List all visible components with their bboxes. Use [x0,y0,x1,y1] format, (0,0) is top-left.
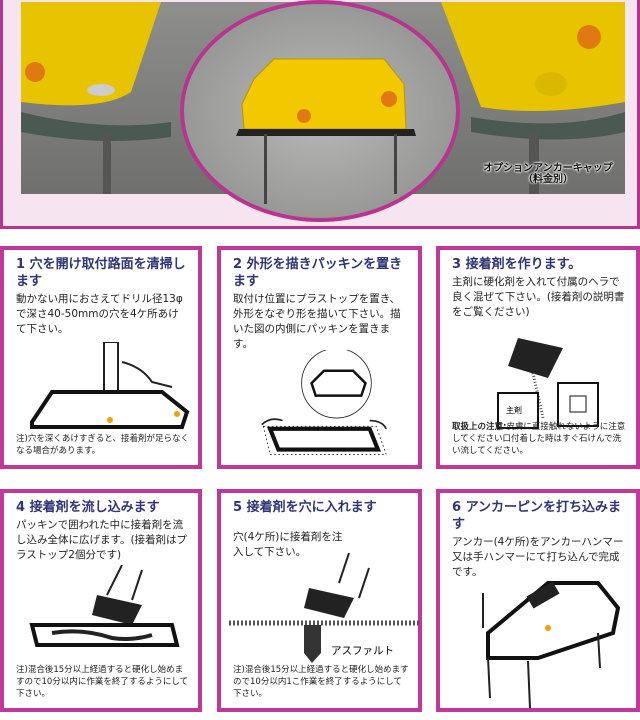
step-title: 1 穴を開け取付路面を清掃します [16,257,186,289]
step-body: パッキンで囲われた中に接着剤を流し込み全体に広げます。(接着剤はプラストップ2個… [16,519,188,561]
step-4-card: 4 接着剤を流し込みます パッキンで囲われた中に接着剤を流し込み全体に広げます。… [0,489,202,712]
inject-hole-illustration [229,553,419,663]
mixing-bag-illustration: 主剤 [497,338,599,429]
step-6-card: 6 アンカーピンを打ち込みます アンカー(4ケ所)をアンカーハンマー又は手ハンマ… [436,489,640,712]
step-3-card: 3 接着剤を作ります。 主剤に硬化剤を入れて付属のヘラで良く混ぜて下さい。(接着… [436,246,640,469]
bag-label: 主剤 [506,405,522,415]
step-note: 注)混合後15分以上経過すると硬化し始めますので10分以内1こ作業を終了するよう… [233,665,409,699]
anchor-hammer-illustration [482,581,621,708]
caption-line1: オプションアンカーキャップ [483,163,613,174]
step-title: 6 アンカーピンを打ち込みます [452,500,622,532]
step-2-card: 2 外形を描きパッキンを置きます 取付け位置にプラストップを置き、外形をなぞり形… [217,246,422,469]
step-title: 4 接着剤を流し込みます [16,500,160,515]
option-anchor-cap-caption: オプションアンカーキャップ （料金別） [473,163,623,185]
plastop-product-icon [236,58,416,204]
step-note: 注)混合後15分以上経過すると硬化し始めますので10分以内に作業を終了するように… [16,665,189,699]
asphalt-label: アスファルト [331,645,394,657]
hero-panel: オプションアンカーキャップ （料金別） [0,0,640,229]
caution-label: 取扱上の注意: [452,422,507,432]
step-note: 取扱上の注意:皮膚に直接触れないように注意してください口付着した時はすぐ石けんで… [452,421,628,457]
product-closeup [180,0,460,222]
step-body: 穴(4ケ所)に接着剤を注入して下さい。 [233,531,343,558]
product-photo-illustration [21,2,625,194]
step-body: アンカー(4ケ所)をアンカーハンマー又は手ハンマーにて打ち込んで完成です。 [452,536,624,578]
step-5-card: 5 接着剤を穴に入れます 穴(4ケ所)に接着剤を注入して下さい。 アスファルト … [217,489,422,712]
caution-text: 皮膚に直接触れないように注意してください口付着した時はすぐ石けんで洗い流してくだ… [452,422,626,456]
step-title: 2 外形を描きパッキンを置きます [233,257,403,289]
drill-illustration [30,342,190,429]
step-title: 3 接着剤を作ります。 [452,257,582,272]
step-1-card: 1 穴を開け取付路面を清掃します 動かない用におさえてドリル径13φで深さ40-… [0,246,202,469]
step-note: 注)穴を深くあけすぎると、接着剤が足らなくなる場合があります。 [16,434,189,456]
outline-packing-illustration [261,350,387,455]
step-body: 動かない用におさえてドリル径13φで深さ40-50mmの穴を4ケ所あけて下さい。 [16,293,183,335]
pour-adhesive-illustration [29,565,180,647]
step-body: 主剤に硬化剤を入れて付属のヘラで良く混ぜて下さい。(接着剤の説明書をご覧ください… [452,276,625,318]
step-title: 5 接着剤を穴に入れます [233,500,377,515]
caption-line2: （料金別） [523,174,573,185]
step-body: 取付け位置にプラストップを置き、外形をなぞり形を描いて下さい。描いた図の内側にパ… [233,293,401,350]
